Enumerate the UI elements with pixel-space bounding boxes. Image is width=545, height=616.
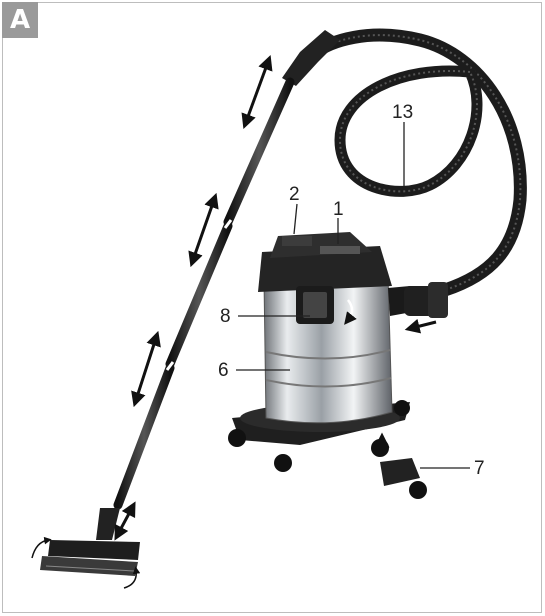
floor-nozzle [40,508,140,576]
hose [305,28,527,305]
vacuum-body [228,232,448,472]
hose-handle [282,30,340,86]
castor-wheel [380,458,427,499]
callout-1: 1 [333,199,344,220]
callout-6: 6 [218,360,229,381]
callout-2: 2 [289,184,300,205]
callout-7: 7 [474,458,485,479]
motion-arrows [31,54,437,589]
leader-lines [236,122,470,469]
callout-13: 13 [392,102,413,123]
callout-8: 8 [220,306,231,327]
figure-badge: A [2,2,38,38]
